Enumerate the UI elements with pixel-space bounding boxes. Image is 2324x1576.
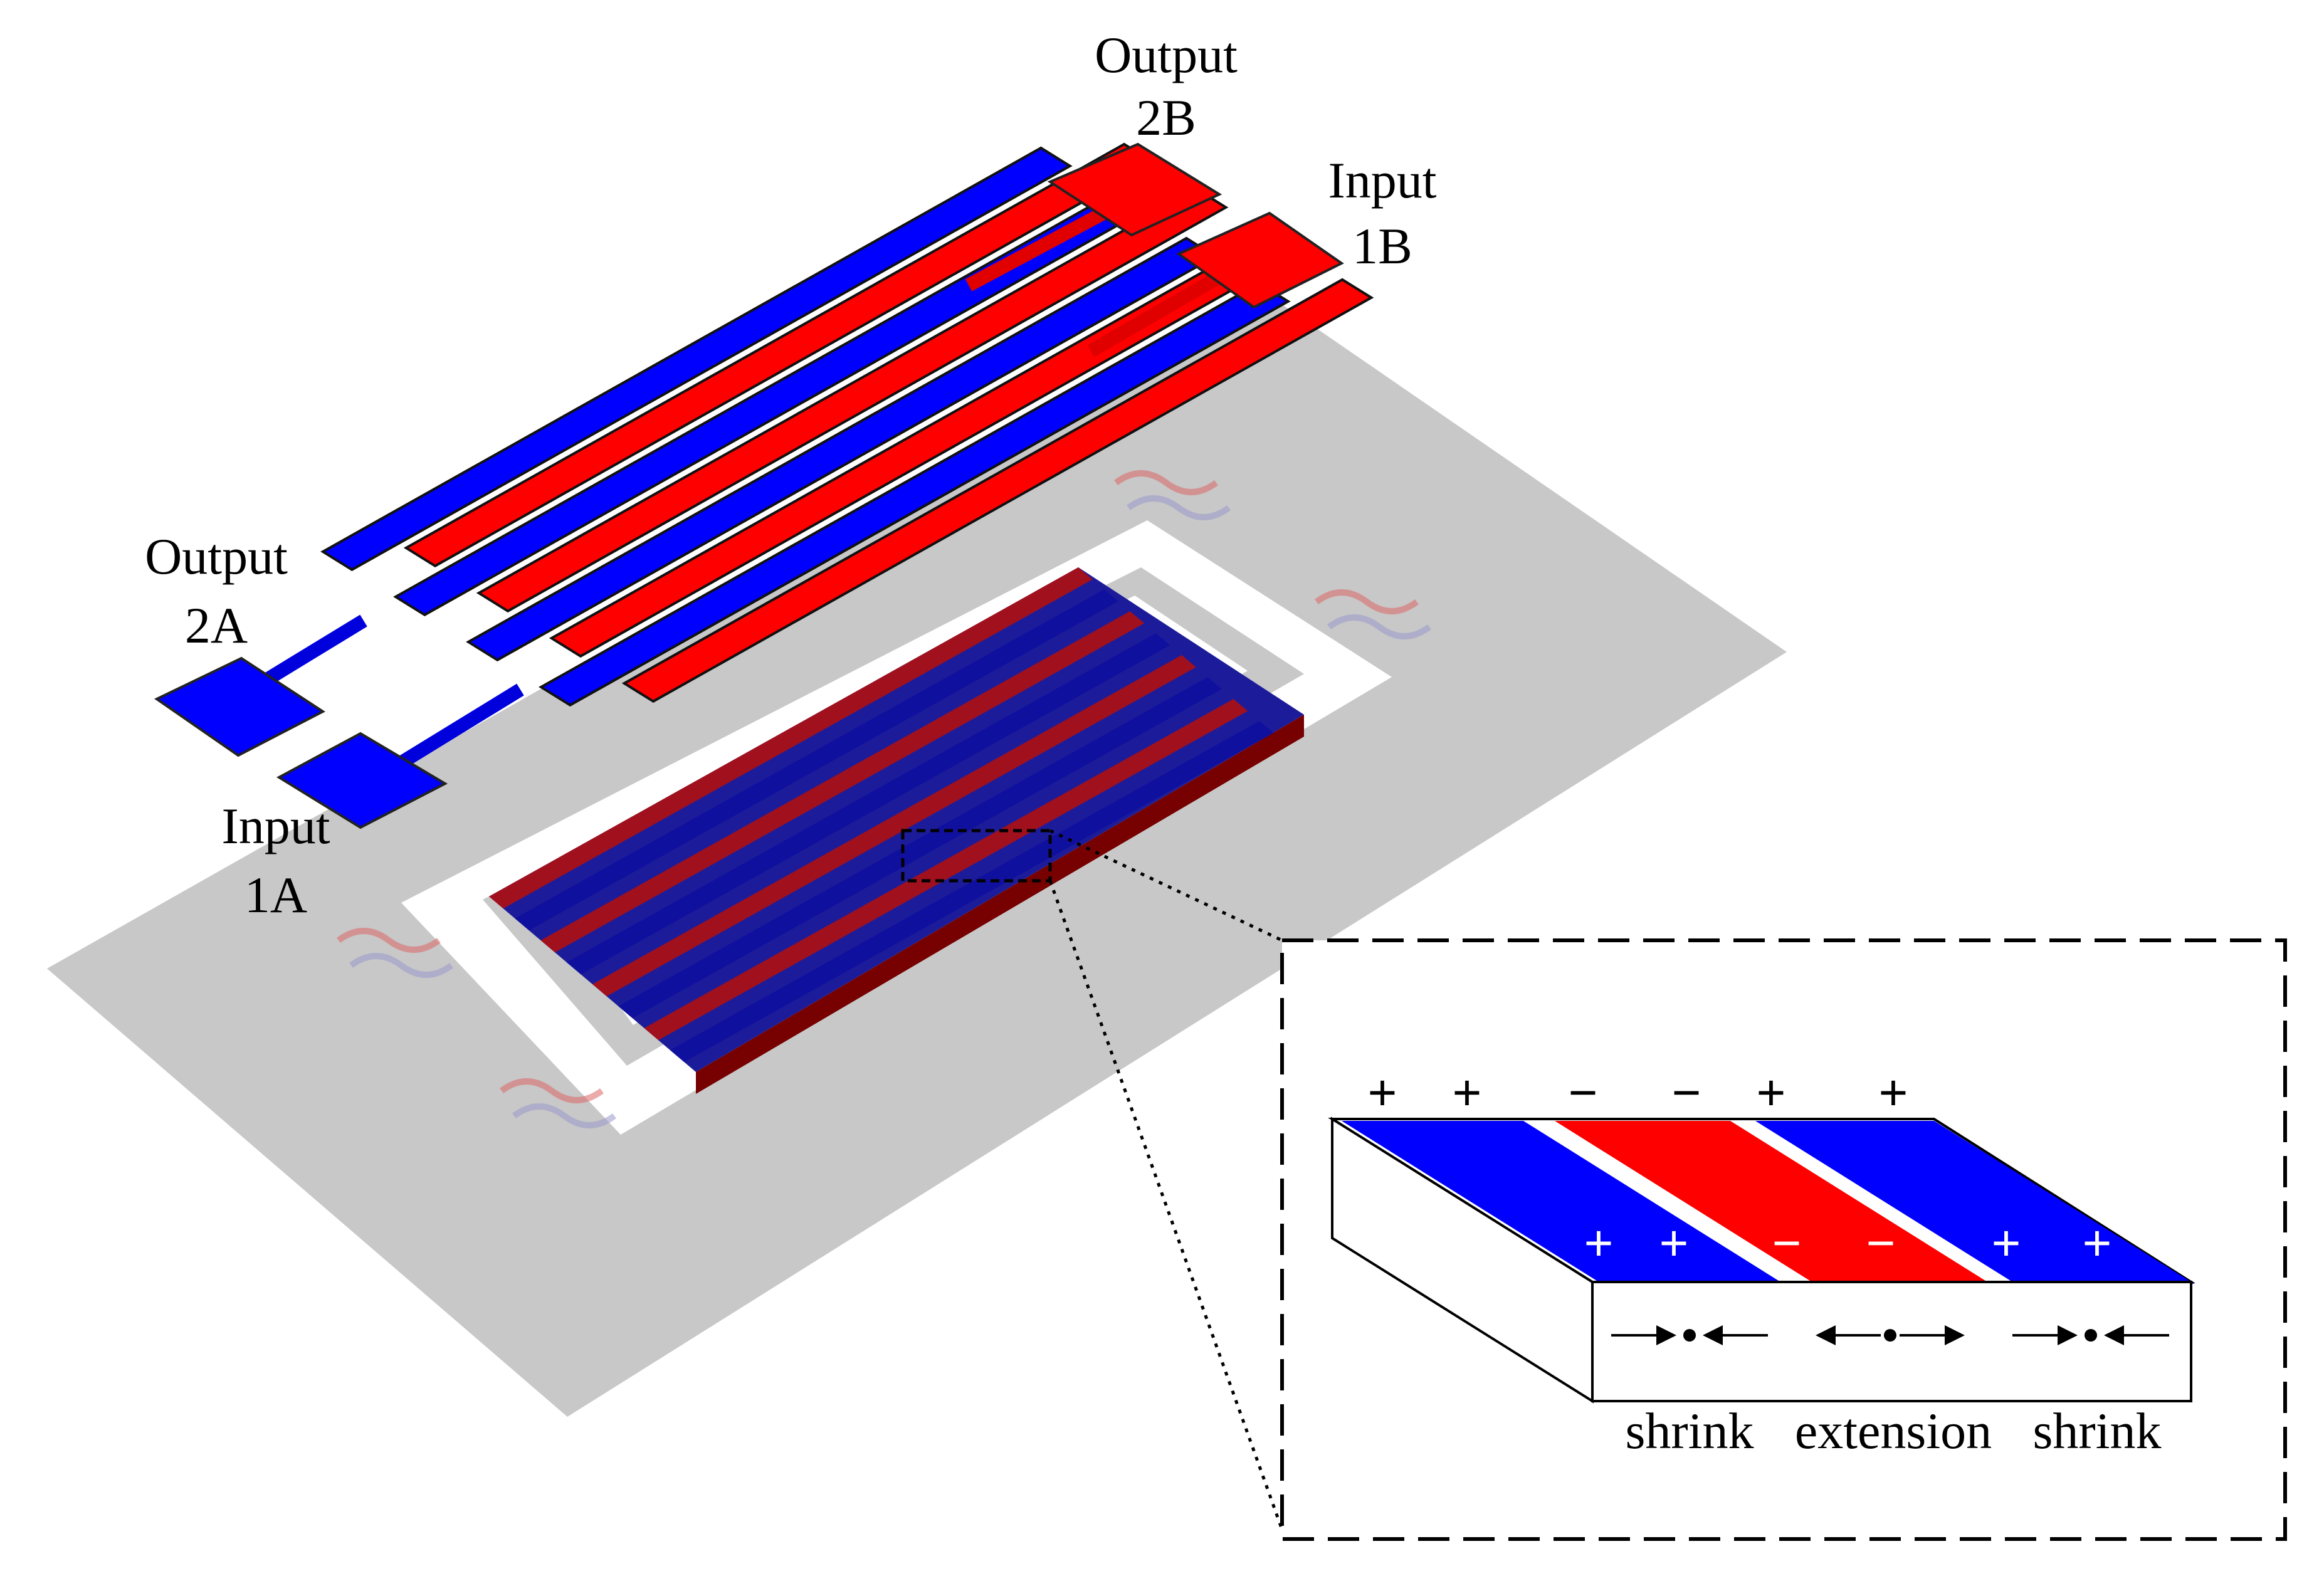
zoom-indicator xyxy=(901,829,1284,1530)
face-sign-2: + xyxy=(1659,1215,1689,1271)
top-sign-5: + xyxy=(1757,1064,1786,1120)
face-sign-6: + xyxy=(2083,1215,2112,1271)
deformed-finger-5 xyxy=(592,655,1196,997)
zoom-line-top xyxy=(1049,829,1283,942)
label-input-1b: Input 1B xyxy=(1328,152,1436,275)
upper-finger-7 xyxy=(539,281,1291,707)
deformed-finger-1 xyxy=(489,567,1093,909)
label-input-1a-line1: Input xyxy=(221,797,330,854)
label-output-2a: Output 2A xyxy=(145,528,288,654)
caption-extension: extension xyxy=(1795,1402,1992,1459)
upper-idt-electrodes xyxy=(154,142,1374,829)
pad-output-2a xyxy=(154,656,325,757)
inset-top-signs: + + − − + + xyxy=(1368,1064,1908,1120)
top-sign-6: + xyxy=(1879,1064,1908,1120)
upper-finger-8 xyxy=(621,278,1374,703)
zoom-line-bottom xyxy=(1048,880,1284,1530)
deformed-finger-4 xyxy=(566,633,1170,975)
wave-ripples xyxy=(337,470,1431,1128)
label-output-2a-line2: 2A xyxy=(185,597,248,654)
inset-face-signs: + + − − + + xyxy=(1584,1215,2112,1271)
red-bus-lines xyxy=(965,207,1236,357)
pad-input-1b xyxy=(1175,211,1344,309)
inset-panel: + + − − + + + + − − + + xyxy=(1280,938,2287,1541)
deformed-finger-3 xyxy=(540,611,1145,953)
strain-arrows xyxy=(1611,1325,2169,1345)
deformed-finger-2 xyxy=(515,589,1118,931)
face-sign-4: − xyxy=(1866,1215,1896,1271)
inset-electrode-1 xyxy=(1342,1121,1784,1284)
inset-block-front xyxy=(1591,1281,2192,1402)
deformed-finger-6 xyxy=(618,677,1222,1019)
top-sign-1: + xyxy=(1368,1064,1397,1120)
label-input-1b-line1: Input xyxy=(1328,152,1436,209)
upper-finger-4 xyxy=(476,187,1229,613)
top-sign-4: − xyxy=(1672,1064,1701,1120)
inset-electrode-2 xyxy=(1555,1121,1990,1284)
caption-shrink-right: shrink xyxy=(2033,1402,2162,1459)
label-input-1b-line2: 1B xyxy=(1352,218,1412,275)
label-input-1a: Input 1A xyxy=(221,797,330,923)
caption-shrink-left: shrink xyxy=(1626,1402,1754,1459)
label-output-2b: Output 2B xyxy=(1095,26,1238,146)
deformed-idt-bar xyxy=(489,567,1304,1094)
upper-finger-1 xyxy=(320,146,1073,572)
zoom-source-box xyxy=(901,829,1052,883)
deformed-finger-7 xyxy=(644,699,1248,1041)
pad-output-2b xyxy=(1047,142,1222,237)
substrate-plate xyxy=(47,285,1787,1417)
top-sign-3: − xyxy=(1569,1064,1598,1120)
deformed-finger-8 xyxy=(670,721,1274,1063)
face-sign-3: − xyxy=(1772,1215,1802,1271)
top-sign-2: + xyxy=(1453,1064,1482,1120)
face-sign-1: + xyxy=(1584,1215,1614,1271)
inset-electrode-3 xyxy=(1755,1121,2194,1284)
label-output-2b-line2: 2B xyxy=(1136,89,1196,146)
label-output-2b-line1: Output xyxy=(1095,26,1238,83)
label-input-1a-line2: 1A xyxy=(244,866,307,923)
pad-input-1a xyxy=(276,732,448,829)
face-sign-5: + xyxy=(1992,1215,2021,1271)
label-output-2a-line1: Output xyxy=(145,528,288,585)
inset-captions: shrink extension shrink xyxy=(1626,1402,2162,1459)
